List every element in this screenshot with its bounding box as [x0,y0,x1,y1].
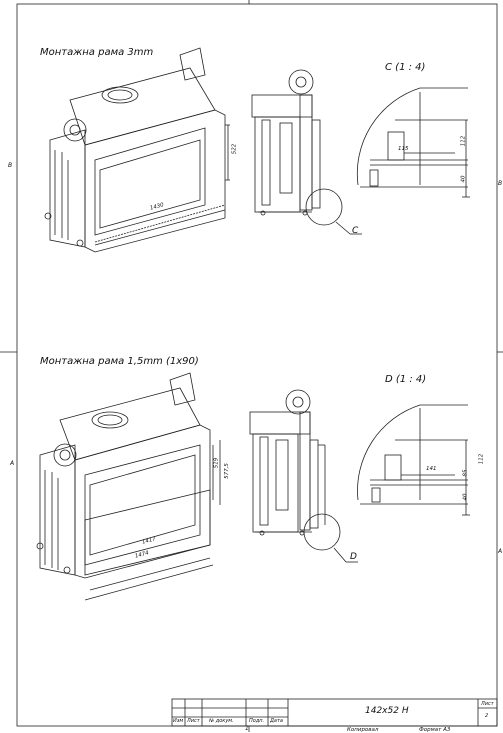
dim-bottom-h2: 577,5 [223,463,230,479]
tb-sheet-label: Лист [481,701,494,707]
dim-c-v1: 112 [460,135,467,147]
zone-right-lower: A [498,548,503,555]
tb-col-sign: Подп. [249,718,265,724]
top-iso-fireplace [44,47,230,253]
callout-d-leader [333,547,347,563]
callout-c-label: C [352,226,359,236]
title-block [171,698,498,727]
detail-c-title: C (1 : 4) [385,62,426,73]
callout-c-leader [335,221,351,235]
dim-d-v2: 85 [462,469,469,477]
callout-d-circle [303,513,341,551]
detail-c [356,87,470,198]
dim-bottom-h1: 519 [213,457,220,469]
dim-c-h: 115 [398,146,409,152]
tb-col-list: Лист [187,718,200,724]
dim-top-height: 522 [231,143,238,155]
footer-format: Формат A3 [419,727,451,733]
footer-copied: Копировал [347,727,379,733]
tb-sheet-number: 2 [485,713,489,719]
callout-c-circle [305,188,343,226]
tb-col-doc: № докум. [209,718,234,724]
tb-col-izm: Изм [173,718,184,724]
view-title-top: Монтажна рама 3mm [40,47,154,58]
zone-top-center: 1 [245,0,249,2]
dim-d-h: 141 [426,466,437,472]
dim-c-v2: 40 [460,175,467,183]
dim-d-v3: 40 [462,493,469,501]
drawing-code: 142x52 H [365,706,409,716]
bottom-side-view [249,389,326,536]
zone-bottom-center: 1 [245,725,249,732]
detail-d-title: D (1 : 4) [385,374,427,385]
zone-right-upper: B [498,180,503,187]
tb-col-date: Дата [270,718,283,724]
bottom-iso-fireplace [36,372,221,601]
detail-d [357,404,470,516]
zone-left-upper: B [8,162,13,169]
top-side-view [251,69,321,216]
view-title-bottom: Монтажна рама 1,5mm (1x90) [40,356,199,367]
zone-left-lower: A [10,460,15,467]
callout-d-label: D [350,552,357,562]
dim-d-v1: 112 [478,453,485,465]
